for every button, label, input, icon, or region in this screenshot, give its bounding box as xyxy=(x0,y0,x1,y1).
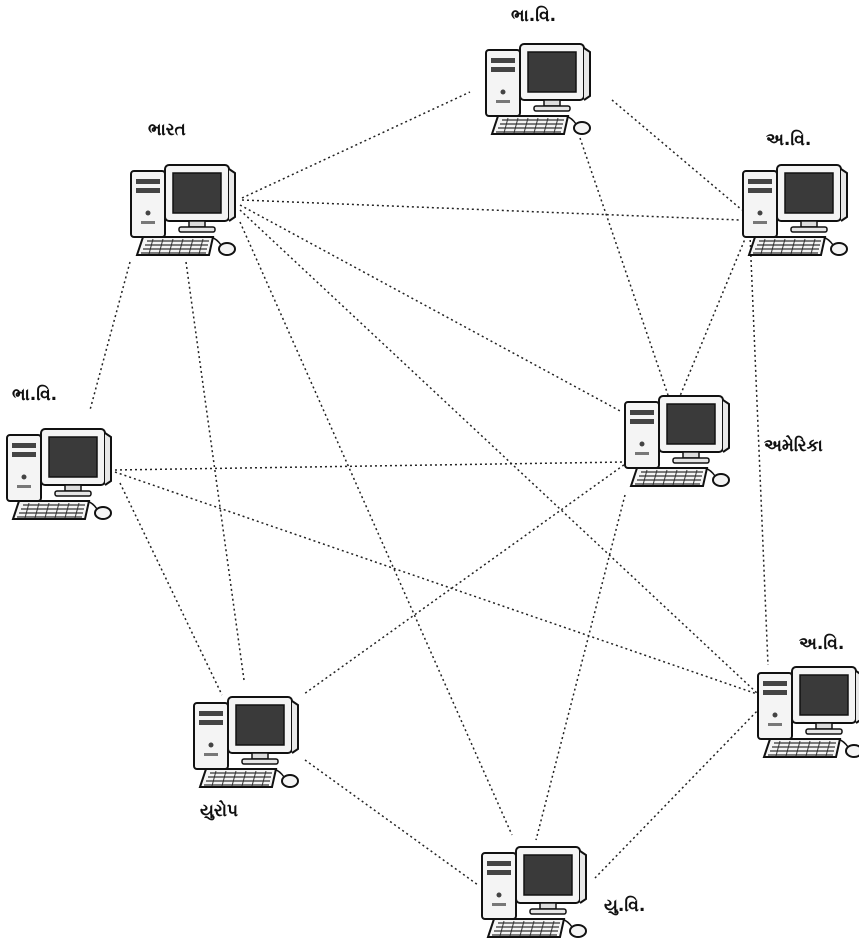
label-america: અમેરિકા xyxy=(764,436,823,456)
edge-bharat-avi-top xyxy=(241,199,741,221)
edge-avi-top-avi-right xyxy=(749,234,769,666)
computer-icon-europe xyxy=(193,696,299,788)
edge-bhavi-top-america xyxy=(579,137,669,396)
label-avi-top: અ.વિ. xyxy=(766,130,812,150)
edge-bharat-bhavi-left xyxy=(89,261,131,411)
computer-icon-avi-top xyxy=(742,164,848,256)
edges xyxy=(89,91,769,886)
label-bhavi-left: ભા.વિ. xyxy=(12,385,58,405)
edge-avi-right-yuvi xyxy=(594,707,761,879)
computer-icon-bharat xyxy=(130,164,236,256)
edge-bharat-america xyxy=(239,204,623,413)
edge-bhavi-left-avi-right xyxy=(114,471,761,696)
computer-icon-bhavi-top xyxy=(485,43,591,135)
label-avi-right: અ.વિ. xyxy=(799,634,845,654)
computer-icon-bhavi-left xyxy=(6,428,112,520)
edge-bharat-yuvi xyxy=(239,221,513,836)
label-europe: યુરોપ xyxy=(200,801,238,821)
computer-icon-yuvi xyxy=(481,846,587,938)
label-bhavi-top: ભા.વિ. xyxy=(511,6,557,26)
edge-bhavi-left-america xyxy=(114,461,626,471)
edge-america-europe xyxy=(303,461,629,695)
edge-bhavi-left-europe xyxy=(119,482,223,696)
computer-icon-america xyxy=(624,395,730,487)
label-yuvi: યુ.વિ. xyxy=(604,896,646,916)
edge-america-yuvi xyxy=(535,494,626,841)
edge-avi-top-america xyxy=(679,221,753,397)
label-bharat: ભારત xyxy=(148,120,186,140)
edge-bharat-europe xyxy=(185,261,245,681)
edge-europe-yuvi xyxy=(304,759,479,886)
edge-bhavi-top-avi-top xyxy=(611,99,743,211)
edge-bharat-bhavi-top xyxy=(241,91,471,199)
computer-icon-avi-right xyxy=(757,666,859,758)
